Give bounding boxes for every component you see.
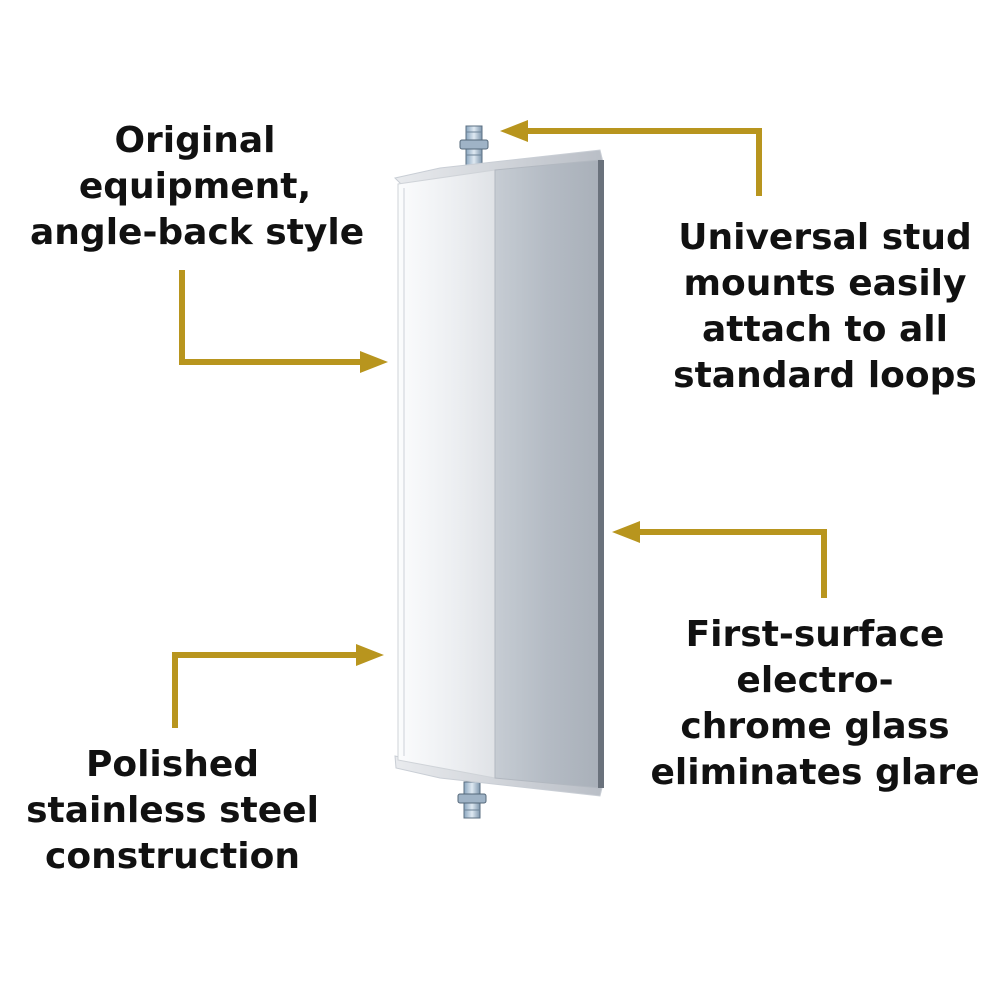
callout-line: mounts easily [683,263,967,304]
arrow-glass-icon [612,521,827,598]
arrow-stud-icon [500,120,762,196]
callout-polished-steel: Polished stainless steel construction [20,742,325,880]
callout-line: standard loops [673,355,977,396]
callout-line: construction [45,836,300,877]
mirror-illustration [394,125,604,819]
bottom-stud-icon [457,781,487,819]
arrow-original-icon [179,270,388,373]
callout-universal-stud: Universal stud mounts easily attach to a… [660,215,990,399]
callout-line: Original [114,120,276,161]
callout-line: stainless steel [26,790,319,831]
callout-line: Universal stud [678,217,972,258]
callout-line: chrome glass [680,706,950,747]
callout-line: First-surface [685,614,945,655]
arrow-steel-icon [172,644,384,728]
callout-original-equipment: Original equipment, angle-back style [30,118,365,256]
callout-line: equipment, [78,166,312,207]
top-stud-icon [459,125,489,167]
callout-line: angle-back style [30,212,365,253]
callout-line: electro- [736,660,894,701]
callout-first-surface-glass: First-surface electro- chrome glass elim… [650,612,980,796]
callout-line: Polished [85,744,260,785]
callout-line: eliminates glare [650,752,980,793]
callout-line: attach to all [702,309,948,350]
